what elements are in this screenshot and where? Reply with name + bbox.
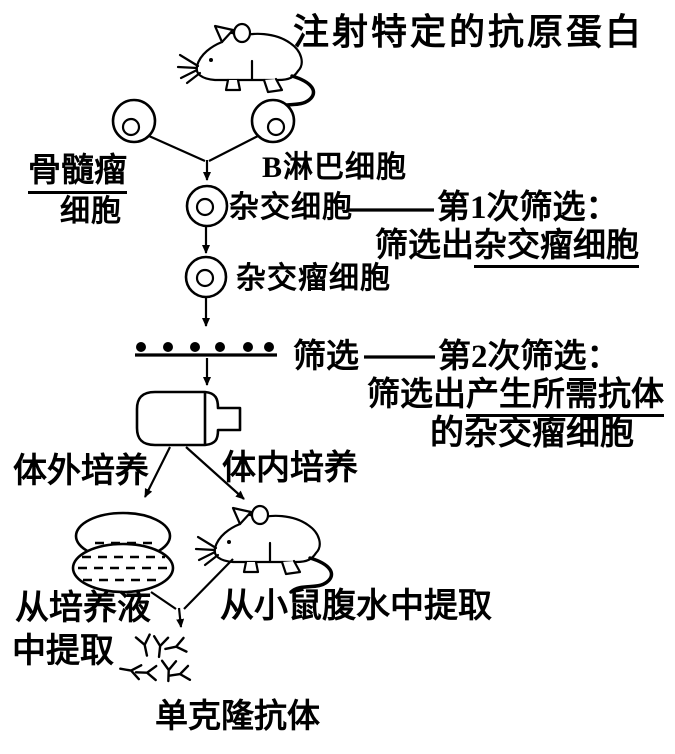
label-screening1-target: 杂交瘤细胞	[474, 228, 639, 268]
myeloma-cell-icon	[111, 98, 157, 144]
label-screening2-line3: 的杂交瘤细胞	[430, 415, 634, 452]
label-myeloma-line1: 骨髓瘤	[28, 153, 127, 194]
fusion-line-left	[148, 134, 206, 163]
label-screen: 筛选	[293, 339, 359, 375]
label-extract-medium-line1: 从培养液	[15, 590, 151, 627]
mouse-icon	[194, 504, 334, 594]
arrow-to-antibodies	[176, 607, 185, 628]
label-extract-ascites: 从小鼠腹水中提取	[220, 588, 492, 625]
label-hybrid-cell: 杂交细胞	[229, 191, 353, 224]
label-extract-medium-line2: 中提取	[12, 633, 114, 670]
hybrid-cell-icon	[185, 184, 229, 228]
fusion-line-right	[208, 135, 259, 162]
label-hybridoma-cell: 杂交瘤细胞	[236, 262, 391, 295]
antibody-icon	[117, 633, 192, 684]
arrow-in-vitro	[144, 446, 171, 498]
label-screening2-target: 产生所需抗体	[466, 377, 664, 417]
petri-dish-icon	[71, 511, 175, 594]
label-screening2-prefix: 筛选出	[367, 377, 466, 413]
flask-icon	[135, 390, 242, 447]
selection-dots-icon	[135, 342, 277, 357]
label-screening1-result: 筛选出杂交瘤细胞	[375, 228, 639, 268]
label-screening1-prefix: 筛选出	[375, 228, 474, 264]
label-monoclonal-antibody: 单克隆抗体	[155, 699, 320, 735]
hybridoma-cell-icon	[184, 255, 228, 299]
extract-line-right	[183, 558, 234, 610]
label-screening2-title: 第2次筛选：	[438, 339, 620, 375]
label-in-vivo: 体内培养	[222, 450, 358, 487]
label-inject-antigen: 注射特定的抗原蛋白	[293, 12, 645, 52]
label-b-lymphocyte: B淋巴细胞	[262, 151, 408, 184]
label-screening1-title: 第1次筛选：	[437, 190, 619, 226]
arrow-in-vivo	[185, 446, 245, 500]
extract-line-left	[150, 591, 177, 610]
label-screening2-result: 筛选出产生所需抗体	[367, 377, 664, 417]
label-myeloma-line2: 细胞	[60, 195, 122, 228]
label-in-vitro: 体外培养	[13, 453, 149, 490]
b-lymphocyte-cell-icon	[250, 98, 296, 144]
